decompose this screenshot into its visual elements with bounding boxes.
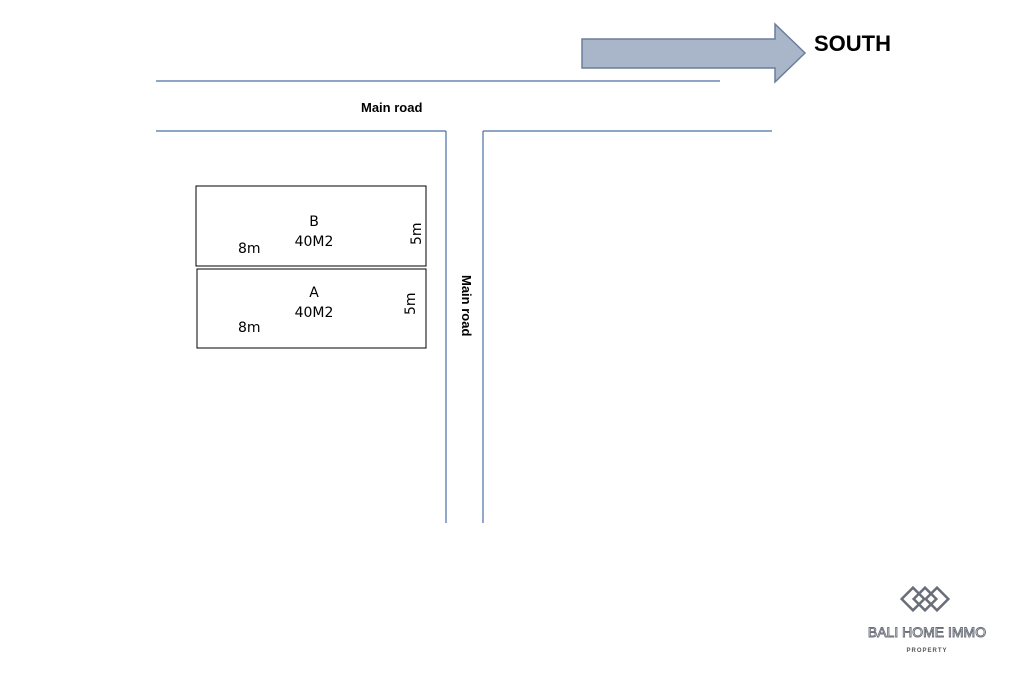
vertical-road-label: Main road [459, 275, 474, 336]
logo-tagline: PROPERTY [906, 648, 947, 654]
plot-area: 40M2 [295, 305, 334, 321]
plot-b: B 40M2 8m 5m [195, 185, 427, 267]
compass-label: SOUTH [814, 31, 891, 56]
plot-width: 5m [409, 222, 425, 245]
plot-length: 8m [238, 241, 261, 257]
plot-name: A [309, 285, 319, 301]
plot-area: 40M2 [295, 234, 334, 250]
plot-width: 5m [403, 292, 419, 315]
logo-brand: BALI HOME IMMO [868, 624, 986, 640]
plot-length: 8m [238, 320, 261, 336]
bali-home-immo-logo: BALI HOME IMMO PROPERTY [867, 585, 987, 654]
horizontal-road-label: Main road [361, 100, 422, 115]
plot-name: B [309, 214, 319, 230]
plot-a: A 40M2 8m 5m [196, 268, 427, 349]
south-arrow-icon [581, 22, 807, 84]
